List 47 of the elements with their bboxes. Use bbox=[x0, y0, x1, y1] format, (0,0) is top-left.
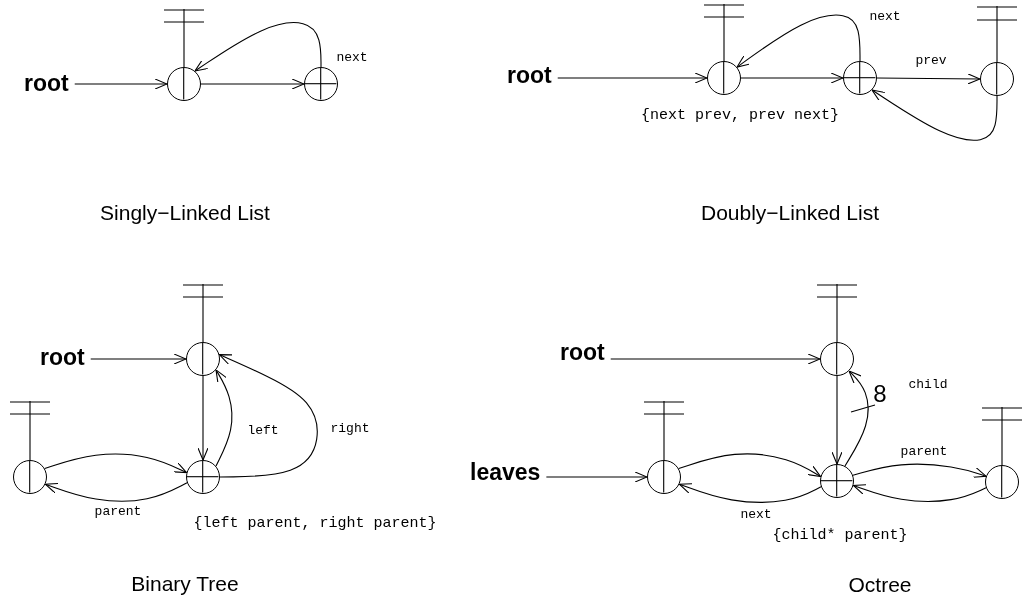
arrow bbox=[844, 370, 869, 467]
arrow bbox=[871, 89, 998, 141]
arrow bbox=[557, 72, 708, 84]
field-set-annotation: {next prev, prev next} bbox=[641, 107, 839, 123]
arrow bbox=[200, 78, 305, 90]
arrow bbox=[852, 484, 987, 502]
diagram-caption: Singly−Linked List bbox=[100, 201, 270, 223]
record-circle bbox=[304, 67, 338, 101]
pointer-label: leaves bbox=[470, 461, 541, 484]
arrow bbox=[218, 354, 318, 478]
arrow bbox=[215, 369, 233, 467]
arrow bbox=[740, 72, 844, 84]
field-set-annotation: {child* parent} bbox=[772, 527, 908, 543]
arrow bbox=[90, 353, 187, 365]
arrow bbox=[194, 22, 322, 72]
edge-label: next bbox=[739, 507, 773, 521]
pointer-label: root bbox=[24, 72, 69, 95]
diagram-caption: Octree bbox=[848, 573, 912, 595]
pointer-label: root bbox=[40, 346, 85, 369]
arrow bbox=[736, 14, 861, 68]
arrow bbox=[44, 453, 188, 474]
edge-label: next bbox=[868, 9, 902, 23]
field-set-annotation: {left parent, right parent} bbox=[193, 515, 437, 531]
diagram-caption: Binary Tree bbox=[131, 572, 239, 594]
diagram-caption: Doubly−Linked List bbox=[701, 201, 879, 223]
edge-label: child bbox=[907, 377, 949, 391]
arrow bbox=[610, 353, 821, 365]
arrow bbox=[545, 471, 648, 483]
edge-label: parent bbox=[899, 444, 949, 458]
arrow bbox=[876, 73, 981, 85]
pointer-label: root bbox=[560, 341, 605, 364]
edge-label: next bbox=[335, 50, 369, 64]
arrow bbox=[44, 482, 188, 502]
record-circle bbox=[843, 61, 877, 95]
edge-label: parent bbox=[93, 504, 143, 518]
edge-label: left bbox=[246, 423, 280, 437]
arrow bbox=[678, 453, 822, 478]
record-circle bbox=[186, 460, 220, 494]
arrow bbox=[74, 78, 168, 90]
arrow bbox=[831, 375, 843, 465]
arrow bbox=[678, 483, 822, 503]
record-circle bbox=[820, 464, 854, 498]
edge-label: right bbox=[329, 421, 371, 435]
multiplicity-label: 8 bbox=[873, 382, 887, 406]
pointer-label: root bbox=[507, 64, 552, 87]
arrow bbox=[197, 375, 209, 461]
arrow bbox=[852, 463, 987, 478]
